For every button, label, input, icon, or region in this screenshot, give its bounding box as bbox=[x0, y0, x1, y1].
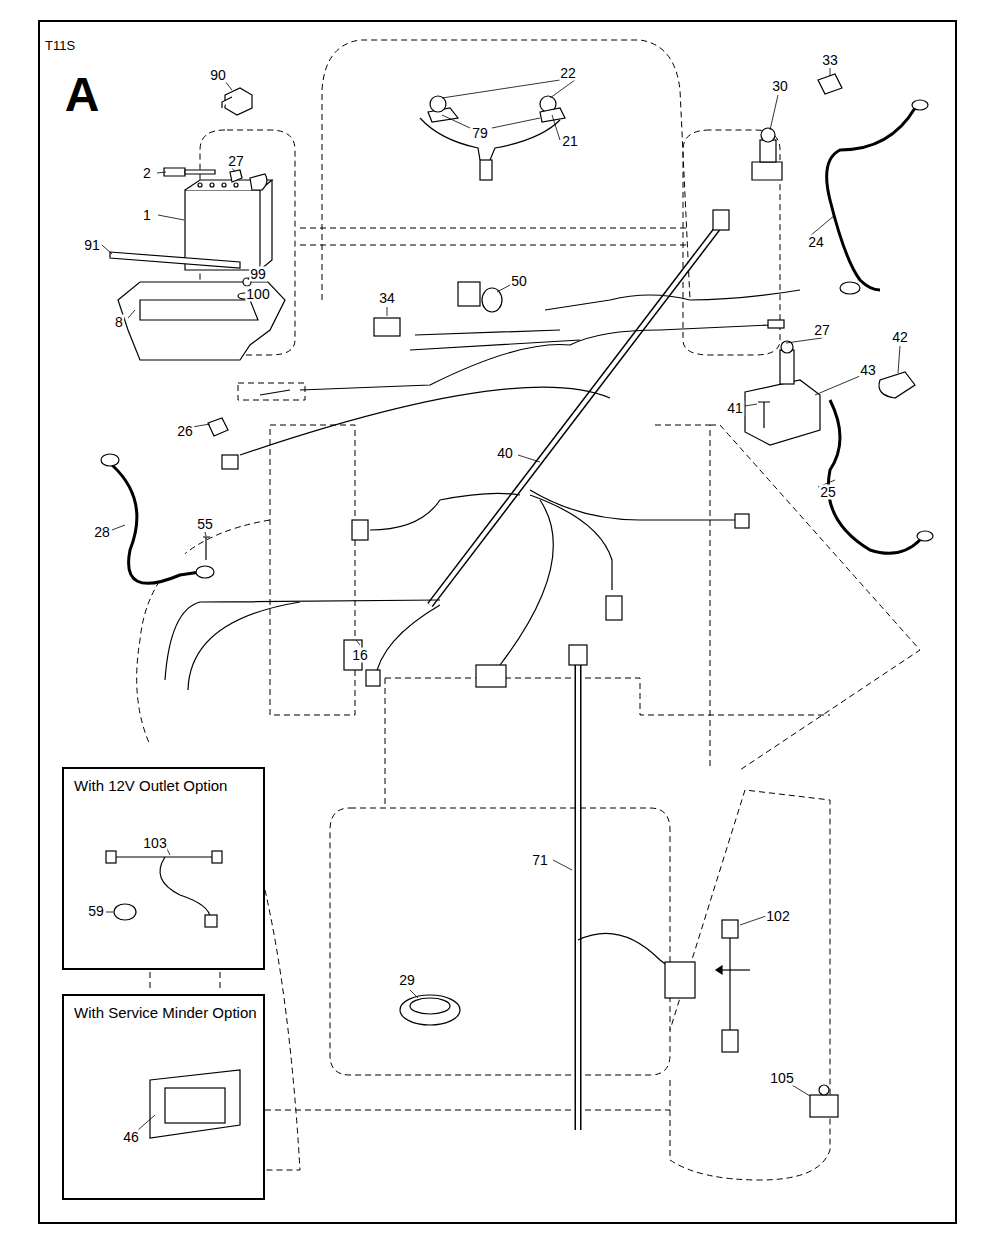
callout-number: 42 bbox=[891, 330, 909, 345]
inset-heading: With Service Minder Option bbox=[64, 996, 263, 1022]
callout-number: 1 bbox=[142, 208, 152, 223]
callout-number: 29 bbox=[398, 973, 416, 988]
option-inset-box: With Service Minder Option bbox=[62, 994, 265, 1200]
callout-number: 50 bbox=[510, 274, 528, 289]
callout-number: 100 bbox=[245, 287, 270, 302]
callout-number: 25 bbox=[819, 485, 837, 500]
callout-number: 22 bbox=[559, 66, 577, 81]
callout-number: 30 bbox=[771, 79, 789, 94]
callout-number: 21 bbox=[561, 134, 579, 149]
callout-number: 59 bbox=[87, 904, 105, 919]
callout-number: 79 bbox=[471, 126, 489, 141]
callout-number: 24 bbox=[807, 235, 825, 250]
callout-number: 91 bbox=[83, 238, 101, 253]
callout-number: 8 bbox=[114, 315, 124, 330]
callout-number: 16 bbox=[351, 648, 369, 663]
model-code: T11S bbox=[44, 38, 76, 53]
callout-number: 27 bbox=[813, 323, 831, 338]
callout-number: 103 bbox=[142, 836, 167, 851]
callout-number: 99 bbox=[249, 267, 267, 282]
callout-number: 28 bbox=[93, 525, 111, 540]
callout-number: 71 bbox=[531, 853, 549, 868]
callout-number: 43 bbox=[859, 363, 877, 378]
callout-number: 40 bbox=[496, 446, 514, 461]
section-letter: A bbox=[64, 70, 101, 120]
callout-number: 2 bbox=[142, 166, 152, 181]
callout-number: 26 bbox=[176, 424, 194, 439]
callout-number: 27 bbox=[227, 154, 245, 169]
inset-heading: With 12V Outlet Option bbox=[64, 769, 263, 795]
option-inset-box: With 12V Outlet Option bbox=[62, 767, 265, 970]
callout-number: 41 bbox=[726, 401, 744, 416]
callout-number: 105 bbox=[769, 1071, 794, 1086]
callout-number: 46 bbox=[122, 1130, 140, 1145]
callout-number: 33 bbox=[821, 53, 839, 68]
callout-number: 102 bbox=[765, 909, 790, 924]
callout-number: 90 bbox=[209, 68, 227, 83]
callout-number: 55 bbox=[196, 517, 214, 532]
callout-number: 34 bbox=[378, 291, 396, 306]
